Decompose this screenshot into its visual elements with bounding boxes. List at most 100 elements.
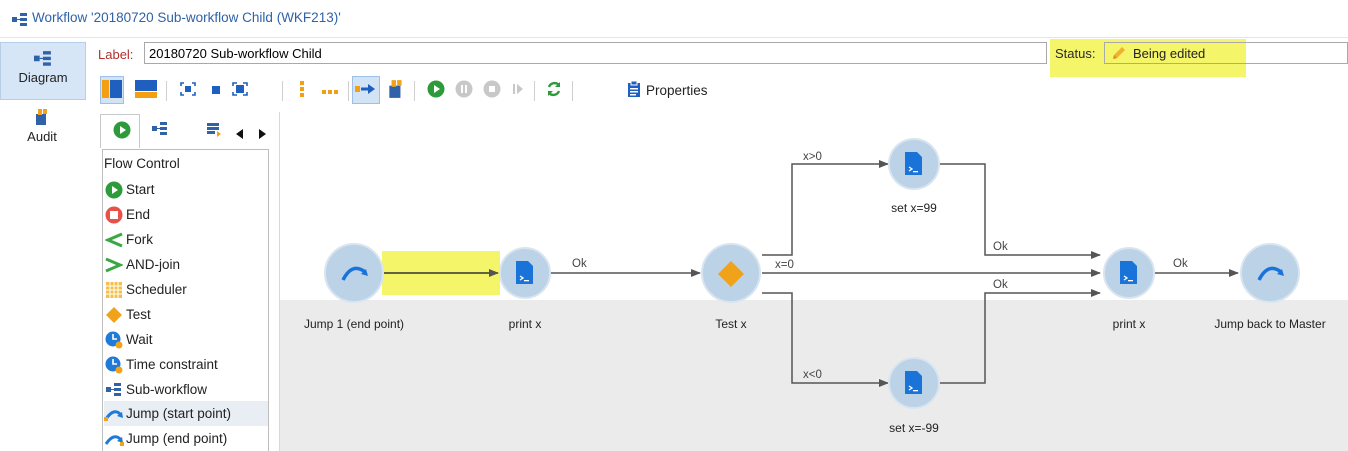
properties-icon	[627, 80, 641, 101]
palette-list	[102, 149, 269, 451]
link-mode-icon	[355, 82, 377, 99]
start-green-icon	[104, 181, 124, 199]
edge-setneg-print2[interactable]	[940, 289, 1101, 384]
palette-item-sub-workflow[interactable]: Sub-workflow	[104, 377, 268, 402]
triangle-right-icon	[258, 127, 266, 142]
test-diamond-icon	[718, 261, 744, 287]
status-caption: Status:	[1055, 46, 1096, 61]
palette-item-test[interactable]: Test	[104, 302, 268, 327]
script-icon	[516, 261, 533, 284]
script-icon	[905, 371, 922, 394]
panes-horizontal-button[interactable]	[134, 76, 158, 104]
palette-item-label: Jump (start point)	[126, 406, 232, 421]
sub-workflow-icon	[104, 381, 124, 399]
stop-button[interactable]	[480, 76, 504, 104]
node-label-print2: print x	[1112, 317, 1146, 331]
link-mode-button[interactable]	[352, 76, 380, 104]
edge-label: Ok	[993, 241, 1008, 253]
script-icon	[905, 152, 922, 175]
palette-item-label: Jump (end point)	[126, 431, 228, 446]
audit-icon	[0, 108, 84, 129]
palette-item-label: AND-join	[126, 257, 181, 272]
triangle-left-icon	[236, 127, 244, 142]
palette-item-label: Wait	[126, 332, 153, 347]
edge-test-setpos[interactable]	[762, 160, 889, 256]
edge-setpos-print2[interactable]	[940, 163, 1101, 259]
palette-item-wait[interactable]: Wait	[104, 327, 268, 352]
horizontal-layout-button[interactable]	[318, 76, 342, 104]
title-separator	[0, 37, 1348, 38]
toolbar-separator	[572, 81, 573, 101]
palette-tab-sub-workflow[interactable]	[152, 122, 168, 139]
toolbar-separator	[534, 81, 535, 101]
fullscreen-icon	[232, 81, 248, 99]
fork-icon	[104, 231, 124, 249]
start-button[interactable]	[424, 76, 448, 104]
panes-vertical-button[interactable]	[100, 76, 124, 104]
node-label-setpos: set x=99	[891, 201, 937, 215]
jump-end-icon	[104, 430, 124, 448]
vertical-layout-button[interactable]	[290, 76, 314, 104]
node-label-test: Test x	[715, 317, 747, 331]
fit-zoom-button[interactable]	[176, 76, 200, 104]
properties-label[interactable]: Properties	[646, 83, 708, 98]
palette-item-fork[interactable]: Fork	[104, 227, 268, 252]
edge-label: Ok	[572, 258, 587, 270]
jump-icon	[1257, 266, 1284, 281]
refresh-icon	[545, 80, 563, 101]
palette-item-and-join[interactable]: AND-join	[104, 252, 268, 277]
wait-icon	[104, 331, 124, 349]
node-label-jump1: Jump 1 (end point)	[303, 317, 405, 331]
diagram-toolbar	[96, 76, 796, 106]
edge-label: x>0	[803, 151, 822, 163]
pause-button[interactable]	[452, 76, 476, 104]
end-red-icon	[104, 206, 124, 224]
label-caption: Label:	[98, 47, 134, 62]
scheduler-icon	[104, 281, 124, 299]
window-title: Workflow '20180720 Sub-workflow Child (W…	[32, 10, 341, 25]
status-highlight	[1050, 39, 1246, 77]
step-button[interactable]	[506, 76, 530, 104]
pencil-icon	[1111, 45, 1127, 64]
edge-label: Ok	[1173, 258, 1188, 270]
node-jump1[interactable]	[324, 243, 384, 303]
and-join-icon	[104, 256, 124, 274]
node-setpos[interactable]	[888, 138, 940, 190]
palette-tab-targeting[interactable]	[206, 121, 222, 140]
palette-item-label: Sub-workflow	[126, 382, 208, 397]
workflow-icon	[12, 13, 28, 30]
node-setneg[interactable]	[888, 357, 940, 409]
nav-item-audit-label: Audit	[27, 129, 57, 144]
palette-item-time-constraint[interactable]: Time constraint	[104, 352, 268, 377]
test-diamond-icon	[104, 306, 124, 324]
refresh-button[interactable]	[542, 76, 566, 104]
properties-button[interactable]	[622, 76, 646, 104]
edge-label: Ok	[993, 279, 1008, 291]
palette-item-jump-start[interactable]: Jump (start point)	[104, 401, 268, 426]
node-jumpback[interactable]	[1240, 243, 1300, 303]
node-test[interactable]	[701, 243, 761, 303]
palette-scroll-left[interactable]	[236, 127, 244, 142]
nav-item-diagram[interactable]: Diagram	[0, 42, 86, 100]
small-zoom-button[interactable]	[204, 76, 228, 104]
panes-horizontal-icon	[135, 79, 157, 101]
palette-item-start[interactable]: Start	[104, 177, 268, 202]
toolbar-separator	[414, 81, 415, 101]
palette-item-jump-end[interactable]: Jump (end point)	[104, 426, 268, 451]
palette-item-end[interactable]: End	[104, 202, 268, 227]
label-input[interactable]	[144, 42, 1047, 64]
toolbar-separator	[348, 81, 349, 101]
node-print2[interactable]	[1103, 247, 1155, 299]
edge-test-setneg[interactable]	[762, 292, 889, 387]
small-zoom-icon	[211, 83, 221, 98]
palette-item-label: Test	[126, 307, 151, 322]
node-print1[interactable]	[499, 247, 551, 299]
shortcut-button[interactable]	[384, 76, 408, 104]
palette-group-title: Flow Control	[104, 156, 180, 171]
nav-item-audit[interactable]: Audit	[0, 108, 84, 156]
palette-scroll-right[interactable]	[258, 127, 266, 142]
palette-item-scheduler[interactable]: Scheduler	[104, 277, 268, 302]
palette-item-label: Time constraint	[126, 357, 218, 372]
fullscreen-button[interactable]	[228, 76, 252, 104]
